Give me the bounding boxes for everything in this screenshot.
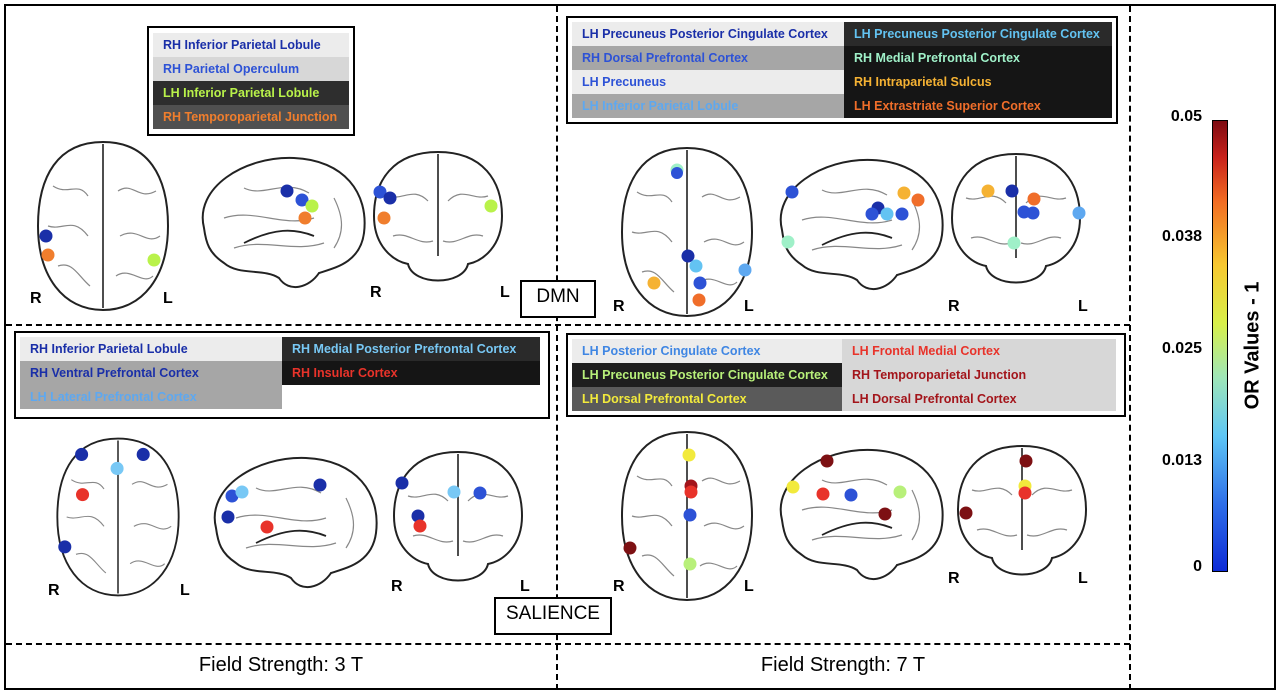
side-label-right: R [613, 578, 625, 595]
legend-dmn-3t: RH Inferior Parietal Lobule RH Parietal … [147, 26, 355, 136]
colorbar-tick: 0.038 [1161, 228, 1202, 245]
colorbar-tick: 0.013 [1161, 452, 1202, 469]
legend-item: LH Posterior Cingulate Cortex [572, 339, 842, 363]
brain-axial-dmn-7t [620, 146, 754, 318]
brain-sagittal-salience-3t [213, 456, 378, 588]
legend-dmn-7t: LH Precuneus Posterior Cingulate Cortex … [566, 16, 1118, 124]
legend-item: LH Precuneus Posterior Cingulate Cortex [844, 22, 1112, 46]
brain-axial-dmn-3t [36, 140, 170, 312]
side-label-left: L [1078, 570, 1088, 587]
brain-coronal-dmn-3t [372, 150, 504, 282]
brain-coronal-salience-7t [956, 444, 1088, 576]
side-label-right: R [613, 298, 625, 315]
network-label-salience: SALIENCE [494, 597, 612, 635]
brain-coronal-salience-3t [392, 450, 524, 582]
legend-item: RH Dorsal Prefrontal Cortex [572, 46, 844, 70]
legend-item: RH Parietal Operculum [153, 57, 349, 81]
legend-item: RH Temporoparietal Junction [842, 363, 1116, 387]
brain-sagittal-salience-7t [779, 448, 944, 580]
field-strength-3t: Field Strength: 3 T [198, 654, 364, 676]
side-label-right: R [48, 582, 60, 599]
side-label-right: R [948, 570, 960, 587]
colorbar-title: OR Values - 1 [1241, 281, 1264, 410]
legend-item: LH Inferior Parietal Lobule [572, 94, 844, 118]
legend-salience-3t: RH Inferior Parietal Lobule RH Ventral P… [14, 331, 550, 419]
footer-divider [6, 643, 1130, 645]
legend-item: RH Temporoparietal Junction [153, 105, 349, 129]
legend-item: RH Ventral Prefrontal Cortex [20, 361, 282, 385]
legend-item: LH Lateral Prefrontal Cortex [20, 385, 282, 409]
brain-sagittal-dmn-7t [779, 158, 944, 290]
side-label-right: R [30, 290, 42, 307]
brain-coronal-dmn-7t [950, 152, 1086, 284]
legend-item: RH Inferior Parietal Lobule [153, 33, 349, 57]
legend-item: LH Extrastriate Superior Cortex [844, 94, 1112, 118]
field-strength-7t: Field Strength: 7 T [760, 654, 926, 676]
colorbar [1212, 120, 1228, 572]
side-label-right: R [948, 298, 960, 315]
brain-sagittal-dmn-3t [201, 156, 366, 288]
colorbar-tick: 0.025 [1161, 340, 1202, 357]
legend-item: RH Inferior Parietal Lobule [20, 337, 282, 361]
center-divider [556, 6, 558, 690]
side-label-left: L [1078, 298, 1088, 315]
colorbar-divider [1129, 6, 1131, 690]
legend-item: LH Precuneus [572, 70, 844, 94]
legend-salience-7t: LH Posterior Cingulate Cortex LH Precune… [566, 333, 1126, 417]
legend-item: LH Inferior Parietal Lobule [153, 81, 349, 105]
side-label-right: R [391, 578, 403, 595]
figure-frame [4, 4, 1276, 690]
network-label-dmn: DMN [520, 280, 596, 318]
legend-item: RH Medial Prefrontal Cortex [844, 46, 1112, 70]
side-label-left: L [180, 582, 190, 599]
colorbar-tick: 0.05 [1170, 108, 1202, 125]
side-label-left: L [744, 578, 754, 595]
legend-item: LH Dorsal Prefrontal Cortex [842, 387, 1116, 411]
legend-item: RH Medial Posterior Prefrontal Cortex [282, 337, 540, 361]
legend-item: RH Intraparietal Sulcus [844, 70, 1112, 94]
brain-axial-salience-3t [56, 437, 180, 597]
side-label-left: L [520, 578, 530, 595]
side-label-left: L [163, 290, 173, 307]
legend-item: RH Insular Cortex [282, 361, 540, 385]
side-label-right: R [370, 284, 382, 301]
legend-item: LH Precuneus Posterior Cingulate Cortex [572, 22, 844, 46]
side-label-left: L [744, 298, 754, 315]
row-divider [6, 324, 1130, 326]
side-label-left: L [500, 284, 510, 301]
legend-item: LH Dorsal Prefrontal Cortex [572, 387, 842, 411]
brain-axial-salience-7t [620, 430, 754, 602]
colorbar-tick: 0 [1193, 558, 1202, 575]
legend-item: LH Precuneus Posterior Cingulate Cortex [572, 363, 842, 387]
legend-item: LH Frontal Medial Cortex [842, 339, 1116, 363]
